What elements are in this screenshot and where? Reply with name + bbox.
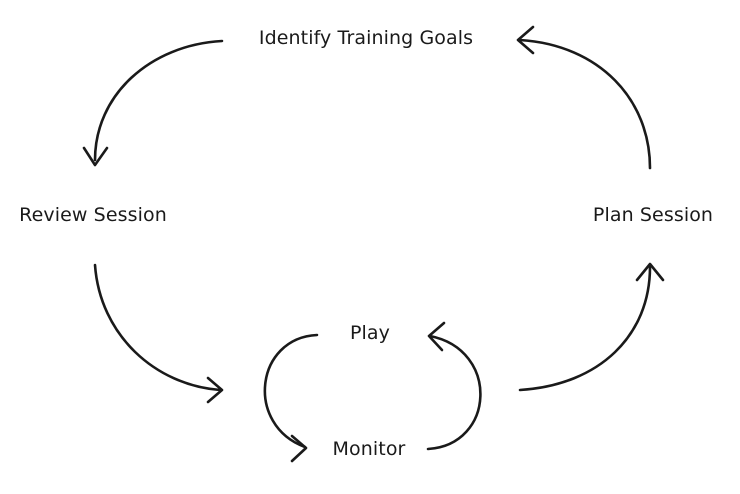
arrowhead-review — [82, 146, 109, 167]
arrowhead-play — [427, 321, 446, 352]
arrow-plan-to-identify — [518, 38, 652, 170]
node-play: Play — [349, 322, 391, 344]
arrow-loop-to-plan — [518, 265, 652, 392]
arrow-monitor-to-play — [426, 334, 482, 451]
node-monitor: Monitor — [332, 438, 406, 460]
arrowhead-plan — [635, 262, 665, 282]
arrow-review-to-loop — [93, 263, 222, 392]
node-plan-session: Plan Session — [592, 204, 714, 226]
arrowhead-monitor — [290, 434, 308, 463]
node-review-session: Review Session — [19, 204, 167, 226]
arrow-play-to-monitor — [263, 333, 319, 449]
arrowhead-loop-entry — [206, 376, 224, 404]
arrow-identify-to-review — [93, 39, 224, 162]
arrowhead-identify — [516, 25, 535, 55]
node-identify-training-goals: Identify Training Goals — [258, 27, 474, 49]
